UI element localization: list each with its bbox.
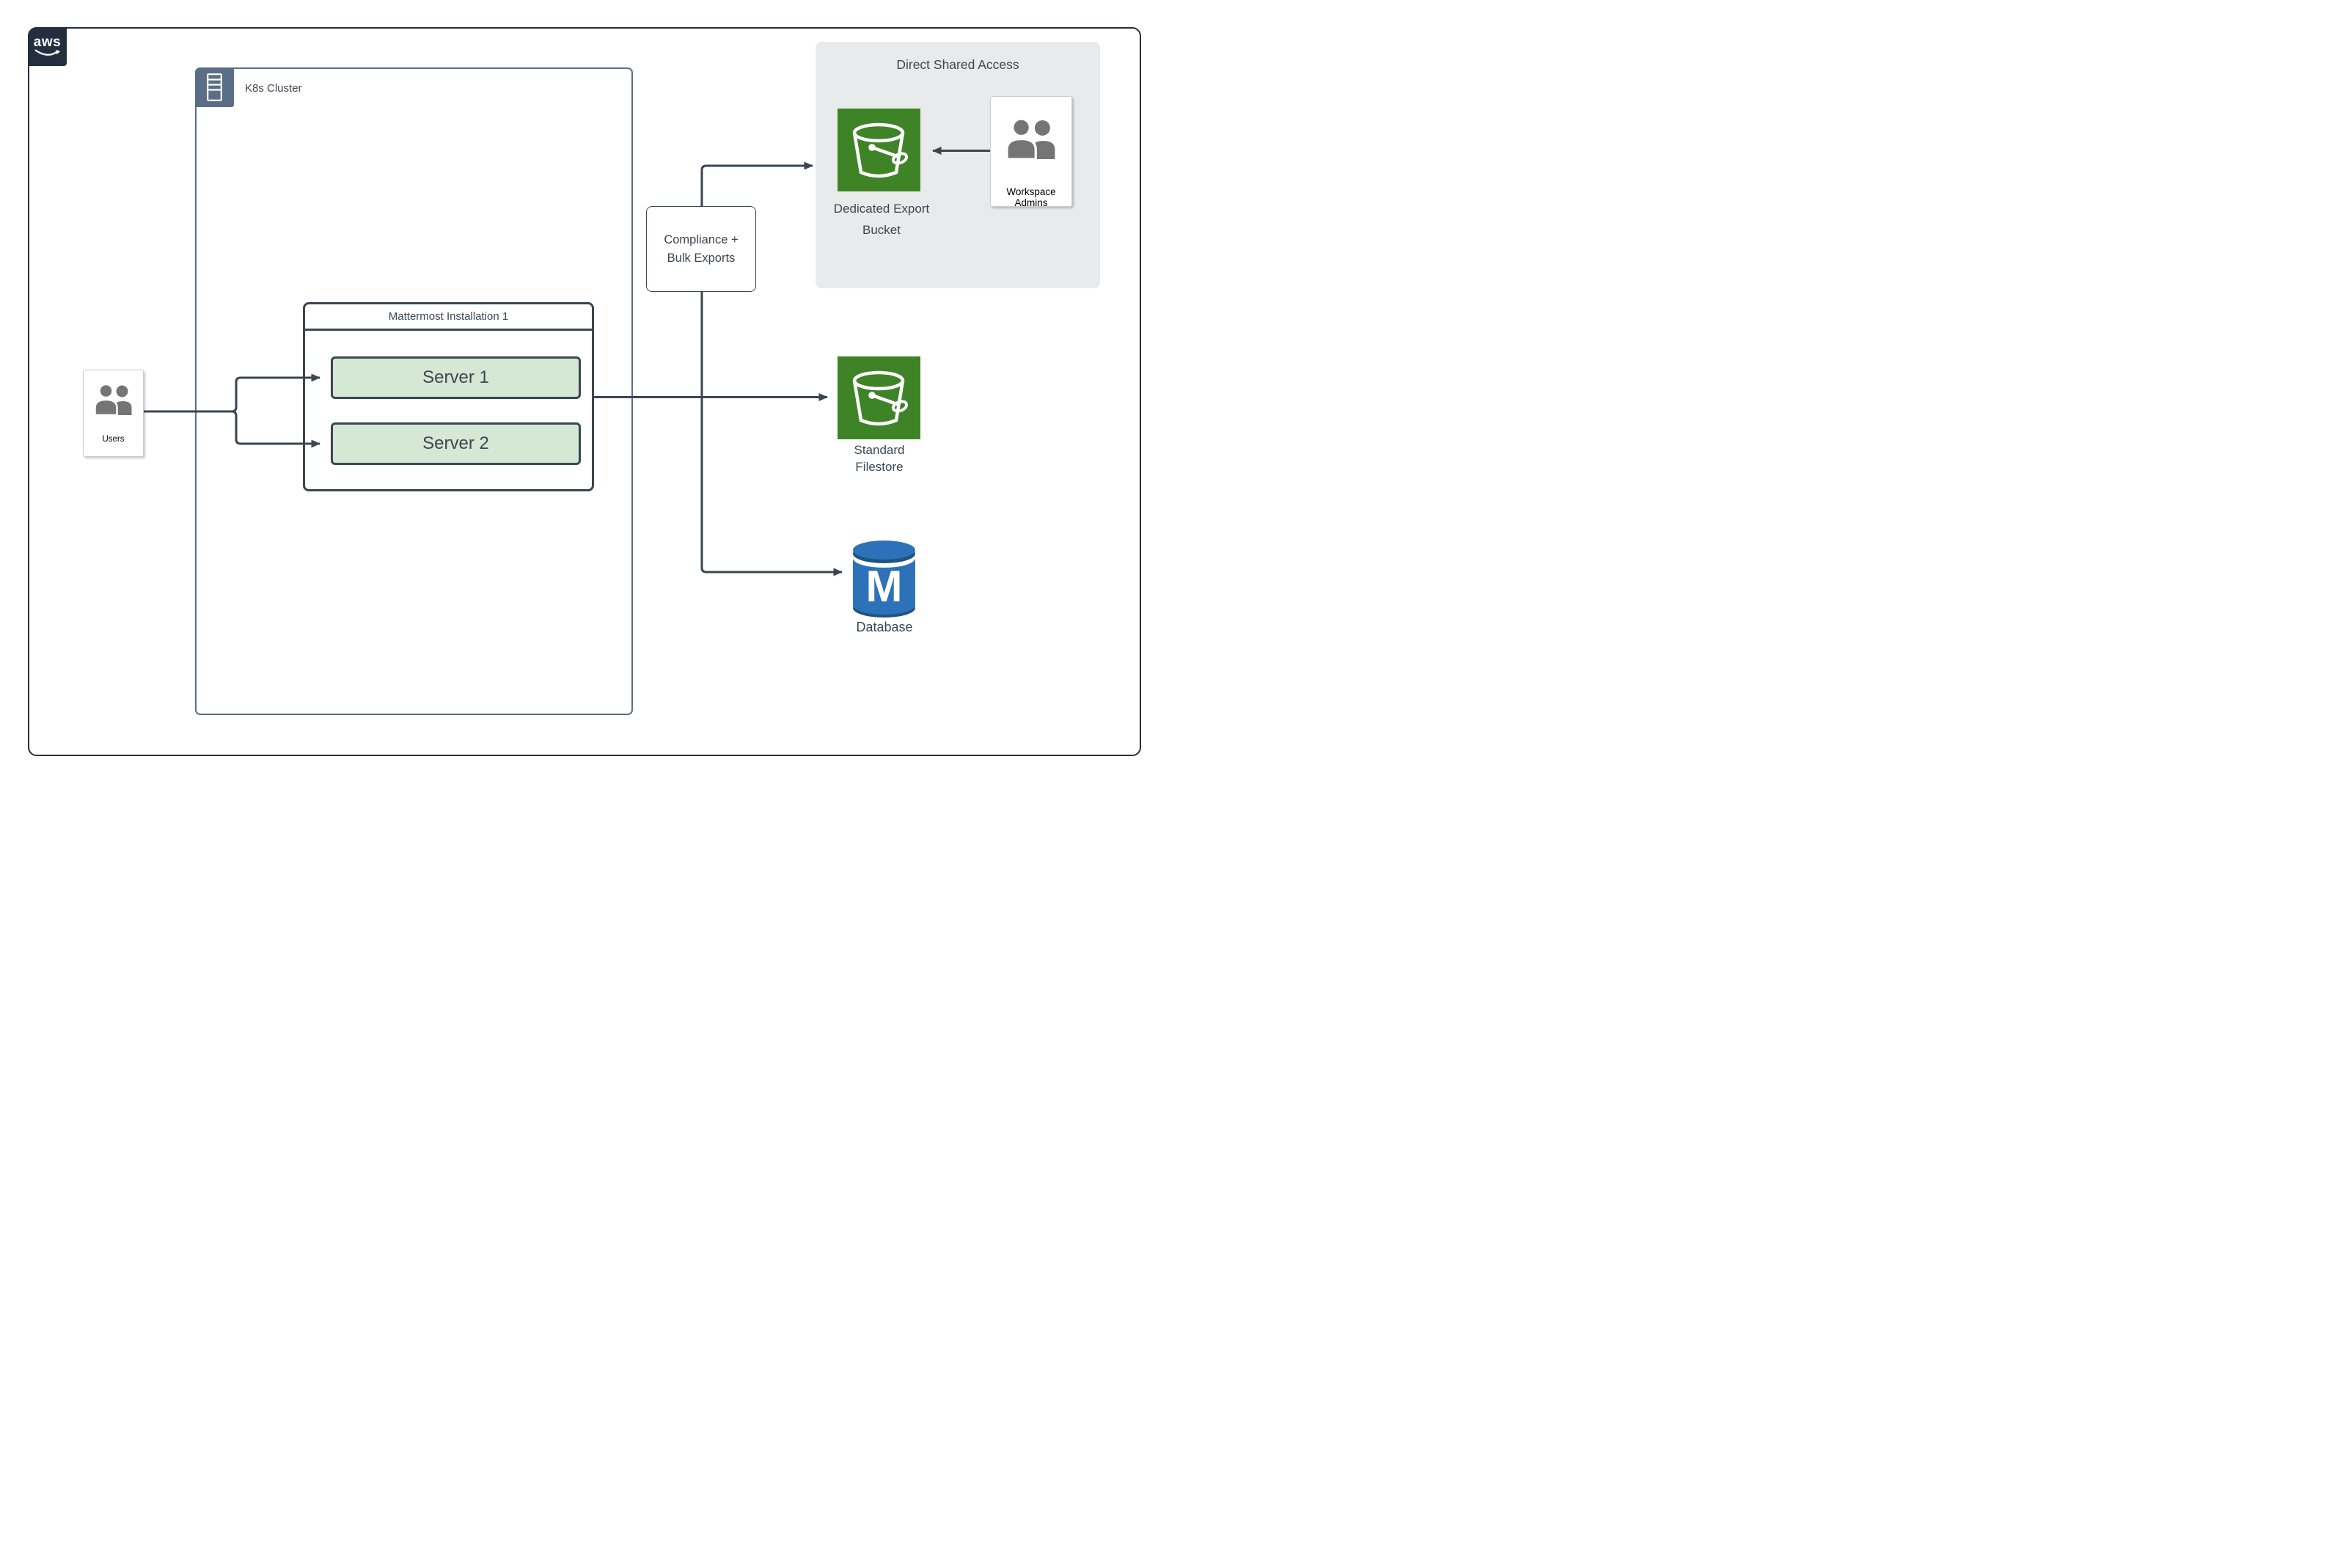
compliance-bulk-exports-box: Compliance + Bulk Exports — [646, 206, 756, 292]
s3-bucket-icon — [852, 370, 909, 426]
database-letter: M — [866, 562, 903, 611]
database-label: Database — [856, 620, 913, 634]
users-icon — [94, 384, 132, 415]
server-1-label: Server 1 — [422, 367, 489, 387]
server-rack-icon — [207, 73, 222, 101]
aws-cloud-border — [28, 27, 1141, 756]
workspace-admins-icon — [1005, 119, 1055, 159]
aws-smile-icon — [34, 49, 60, 56]
server-2-box: Server 2 — [331, 422, 581, 465]
s3-bucket-icon — [852, 122, 909, 178]
compliance-bulk-exports-label: Compliance + Bulk Exports — [664, 232, 739, 265]
aws-logo: aws — [28, 27, 67, 66]
aws-logo-text: aws — [33, 34, 62, 50]
standard-filestore-tile — [838, 356, 920, 439]
users-card: Users — [83, 370, 144, 457]
dedicated-export-bucket-tile — [838, 109, 920, 191]
server-2-label: Server 2 — [422, 433, 489, 453]
direct-shared-access-title: Direct Shared Access — [896, 57, 1019, 72]
k8s-cluster-badge — [195, 67, 234, 107]
users-label: Users — [102, 435, 125, 444]
dedicated-export-bucket-label: Dedicated Export Bucket — [833, 202, 930, 237]
database-cylinder-icon: M — [852, 538, 916, 618]
workspace-admins-card: Workspace Admins — [990, 96, 1072, 208]
k8s-cluster-label: K8s Cluster — [245, 82, 302, 95]
server-1-box: Server 1 — [331, 356, 581, 399]
mattermost-installation-title: Mattermost Installation 1 — [305, 304, 592, 331]
diagram-canvas: aws Direct Shared Access K8s Cluster Mat… — [0, 0, 1169, 784]
standard-filestore-label: Standard Filestore — [854, 443, 905, 474]
workspace-admins-label: Workspace Admins — [1006, 186, 1056, 208]
